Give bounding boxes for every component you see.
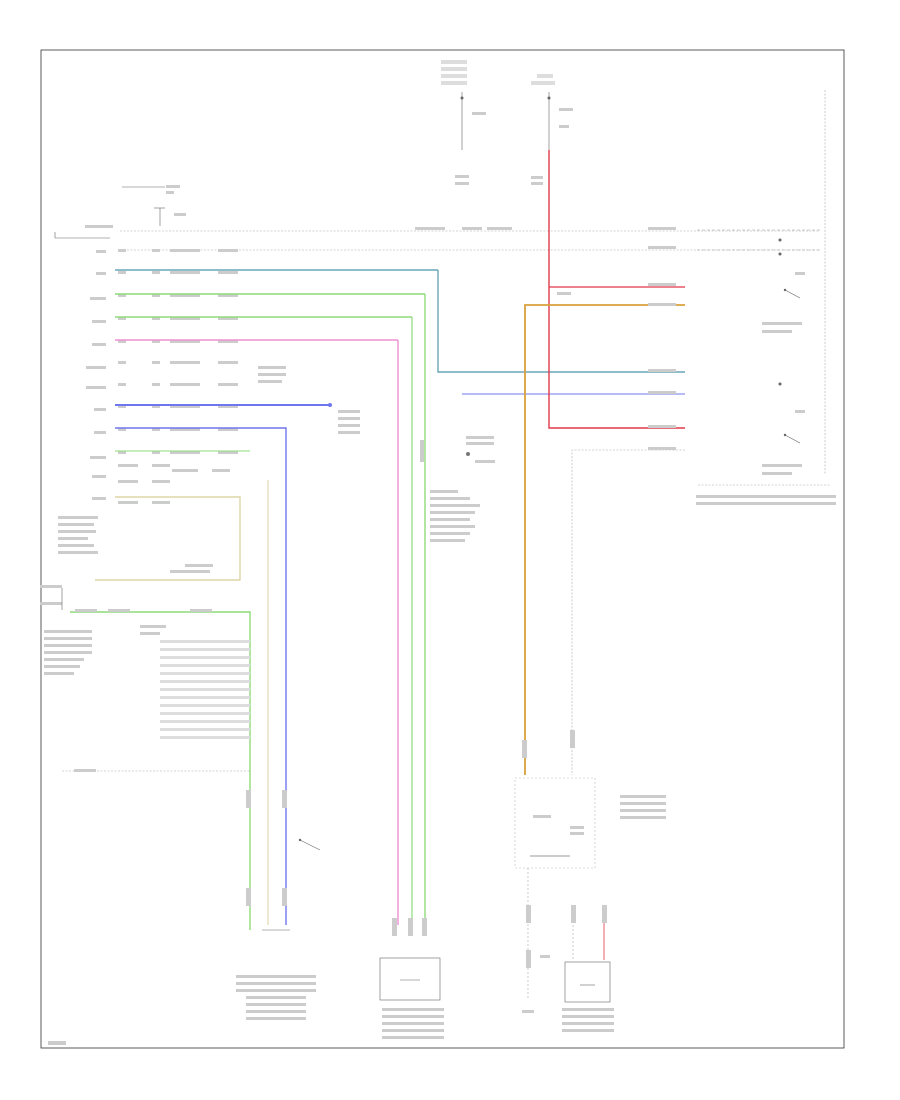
left-component-labels: [40, 366, 360, 772]
wire-gray-right: [571, 449, 685, 775]
wire-orange: [524, 304, 685, 775]
wire-id-labels: [118, 249, 238, 504]
top-feed-left: [441, 60, 486, 185]
right-switch-module-2: [696, 90, 836, 505]
top-feed-right: [531, 74, 573, 185]
wire-tan: [95, 496, 241, 581]
bottom-connector-center: [379, 918, 444, 1039]
center-annotation: [420, 436, 495, 542]
diagram-frame: [40, 49, 845, 1049]
wire-red: [548, 150, 685, 429]
right-switch-module-1: [697, 229, 820, 333]
bottom-module-right: [514, 730, 666, 1032]
wire-teal-run: [437, 270, 685, 373]
left-connector-labels: [85, 225, 113, 500]
right-wire-labels: [557, 283, 676, 450]
footer-mark: [48, 1041, 66, 1045]
bottom-connector-left: [236, 790, 321, 1020]
wire-blue-2: [115, 427, 287, 925]
left-module-pins: [54, 185, 186, 239]
